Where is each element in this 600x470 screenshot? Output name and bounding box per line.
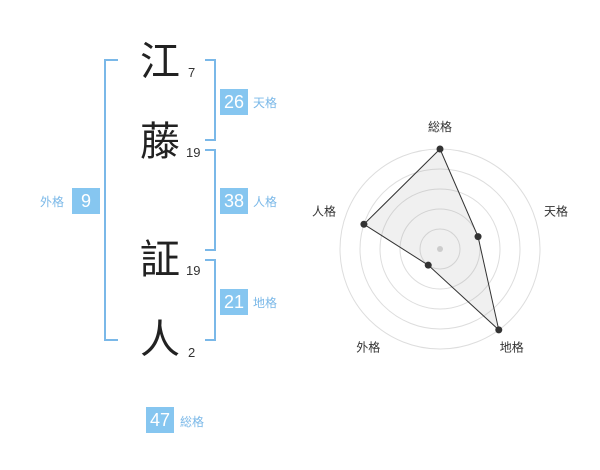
radar-ring bbox=[399, 208, 481, 290]
stroke-count-3: 19 bbox=[186, 263, 201, 278]
radar-ring bbox=[359, 168, 521, 330]
jin-score-label: 人格 bbox=[253, 195, 278, 209]
radar-ring bbox=[419, 228, 461, 270]
stroke-count-2: 19 bbox=[186, 145, 201, 160]
name-char-2: 藤 bbox=[140, 119, 180, 165]
gai-score-badge: 9 bbox=[72, 188, 100, 214]
radar-axis-label: 地格 bbox=[500, 340, 524, 355]
stroke-count-1: 7 bbox=[188, 65, 196, 80]
ten-score-label: 天格 bbox=[253, 96, 278, 110]
gai-score-label: 外格 bbox=[40, 195, 65, 209]
ten-bracket bbox=[205, 59, 216, 141]
radar-axis-label: 天格 bbox=[544, 203, 568, 218]
name-char-3: 証 bbox=[140, 237, 180, 283]
radar-point-3 bbox=[495, 326, 503, 334]
radar-axis-label: 外格 bbox=[356, 340, 380, 355]
radar-point-1 bbox=[436, 145, 444, 153]
radar-center-dot bbox=[437, 246, 443, 252]
jin-score-badge: 38 bbox=[220, 188, 248, 214]
so-score-label: 総格 bbox=[180, 415, 205, 429]
chi-score-badge: 21 bbox=[220, 289, 248, 315]
radar-point-5 bbox=[360, 220, 368, 228]
radar-axis-label: 人格 bbox=[312, 203, 336, 218]
radar-point-2 bbox=[474, 233, 482, 241]
jin-bracket bbox=[205, 149, 216, 251]
name-char-4: 人 bbox=[140, 317, 180, 363]
radar-point-4 bbox=[424, 261, 432, 269]
outer-bracket bbox=[104, 59, 118, 341]
so-score-badge: 47 bbox=[146, 407, 174, 433]
radar-points bbox=[360, 145, 503, 334]
chi-bracket bbox=[205, 259, 216, 341]
ten-score-badge: 26 bbox=[220, 89, 248, 115]
stroke-count-4: 2 bbox=[188, 345, 196, 360]
radar-axis-label: 総格 bbox=[428, 119, 452, 134]
name-char-1: 江 bbox=[140, 39, 180, 85]
radar-ring bbox=[379, 188, 501, 310]
chi-score-label: 地格 bbox=[253, 296, 278, 310]
radar-data-polygon bbox=[363, 148, 500, 332]
